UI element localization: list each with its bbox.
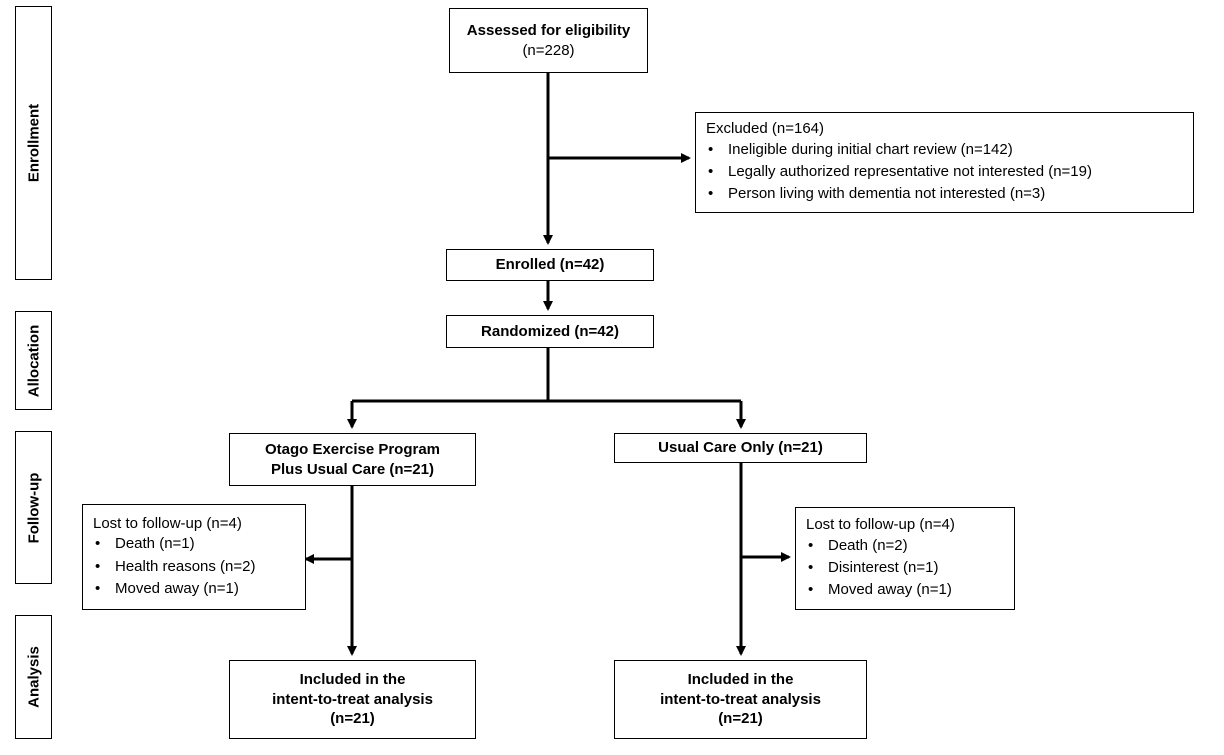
assessed-count: (n=228) — [522, 41, 575, 59]
excluded-title: Excluded (n=164) — [706, 120, 824, 138]
list-item: Death (n=2) — [808, 535, 952, 557]
analysis-left-box: Included in the intent-to-treat analysis… — [229, 660, 476, 739]
intervention-arm-line2: Plus Usual Care (n=21) — [271, 460, 434, 478]
excluded-box: Excluded (n=164) Ineligible during initi… — [695, 112, 1194, 213]
analysis-right-line1: Included in the — [687, 671, 794, 689]
lost-right-box: Lost to follow-up (n=4) Death (n=2) Disi… — [795, 507, 1015, 610]
stage-allocation: Allocation — [15, 311, 52, 410]
analysis-right-box: Included in the intent-to-treat analysis… — [614, 660, 867, 739]
analysis-left-line3: (n=21) — [330, 710, 375, 728]
control-arm-box: Usual Care Only (n=21) — [614, 433, 867, 463]
lost-right-list: Death (n=2) Disinterest (n=1) Moved away… — [806, 535, 952, 602]
excluded-list: Ineligible during initial chart review (… — [706, 139, 1092, 206]
stage-follow-up: Follow-up — [15, 431, 52, 584]
randomized-box: Randomized (n=42) — [446, 315, 654, 348]
enrolled-box: Enrolled (n=42) — [446, 249, 654, 281]
list-item: Ineligible during initial chart review (… — [708, 139, 1092, 161]
assessed-title: Assessed for eligibility — [466, 22, 631, 39]
intervention-arm-box: Otago Exercise Program Plus Usual Care (… — [229, 433, 476, 486]
analysis-right-line2: intent-to-treat analysis — [660, 690, 821, 708]
analysis-right-line3: (n=21) — [718, 710, 763, 728]
list-item: Death (n=1) — [95, 533, 256, 555]
list-item: Legally authorized representative not in… — [708, 161, 1092, 183]
list-item: Moved away (n=1) — [808, 579, 952, 601]
list-item: Disinterest (n=1) — [808, 557, 952, 579]
lost-left-title: Lost to follow-up (n=4) — [93, 514, 242, 532]
lost-left-box: Lost to follow-up (n=4) Death (n=1) Heal… — [82, 504, 306, 610]
list-item: Person living with dementia not interest… — [708, 183, 1092, 205]
lost-left-list: Death (n=1) Health reasons (n=2) Moved a… — [93, 533, 256, 600]
analysis-left-line2: intent-to-treat analysis — [272, 690, 433, 708]
analysis-left-line1: Included in the — [299, 671, 406, 689]
stage-analysis: Analysis — [15, 615, 52, 739]
assessed-box: Assessed for eligibility (n=228) — [449, 8, 648, 73]
lost-right-title: Lost to follow-up (n=4) — [806, 516, 955, 534]
list-item: Health reasons (n=2) — [95, 556, 255, 578]
list-item: Moved away (n=1) — [95, 578, 256, 600]
stage-enrollment: Enrollment — [15, 6, 52, 280]
intervention-arm-line1: Otago Exercise Program — [264, 441, 441, 458]
